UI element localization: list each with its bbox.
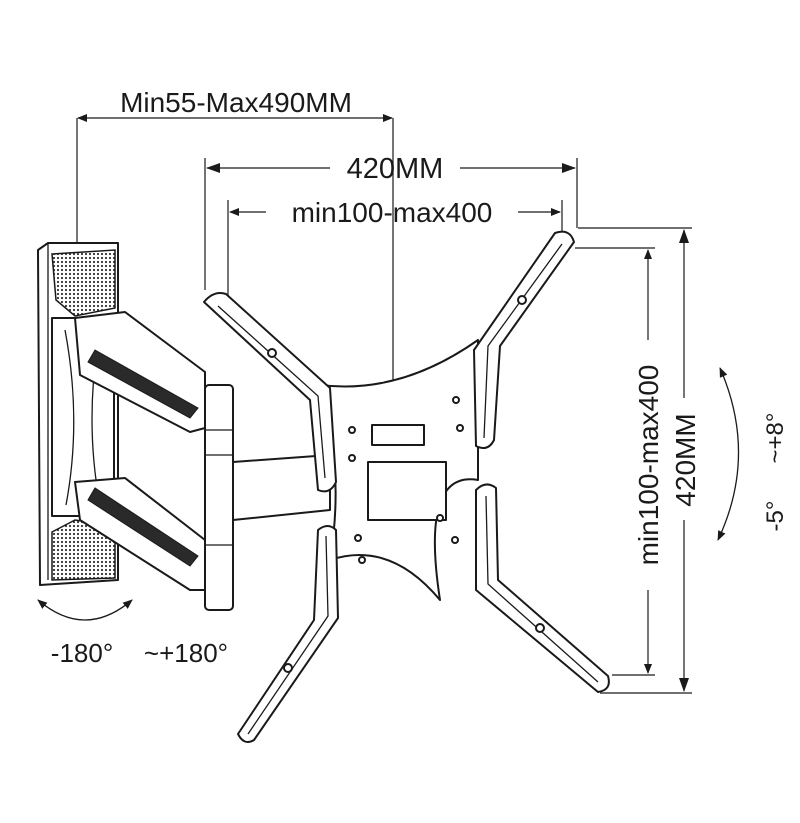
arm-bottom-right-body [475,483,610,693]
arm-extension-label: Min55-Max490MM [120,87,352,118]
vesa-vertical-dimension: min100-max400 [575,247,664,676]
mounting-hole [354,534,362,542]
bracket-arm-top-left [203,292,337,493]
tilt-arc-arrow [717,367,740,541]
bracket-slot-center [367,461,447,521]
mounting-hole [436,514,444,522]
arm-top-right-slot [483,243,563,439]
pivot-column [204,384,234,611]
tilt-indicator: -5° ~+8° [717,367,789,541]
arm-bottom-left-slot [247,535,329,735]
tilt-max-label: ~+8° [762,413,789,464]
total-height-label: 420MM [670,413,701,506]
total-height-dimension: 420MM [578,227,701,694]
wall-plate-curve-left [64,329,75,506]
bracket-arm-top-right [473,230,575,449]
vesa-vertical-label: min100-max400 [633,365,664,566]
arm-top-left-hole [267,348,277,358]
vesa-horizontal-dimension: min100-max400 [227,197,563,300]
bracket-arm-bottom-left [237,525,339,743]
vesa-bracket [203,230,610,743]
swivel-indicator: -180° ~+180° [37,599,228,668]
total-width-label: 420MM [347,153,444,185]
arm-top-right-body [473,230,575,449]
bracket-arm-bottom-right [475,483,610,693]
arm-bottom-left-body [237,525,339,743]
swivel-arc-arrow [37,599,133,621]
arm-top-left-body [203,292,337,493]
tilt-min-label: -5° [762,501,789,532]
swivel-min-label: -180° [51,638,113,668]
tilt-range-group: -5° ~+8° [762,413,789,532]
swivel-max-label: ~+180° [144,638,228,668]
bracket-slot-top [371,424,425,446]
mounting-hole [358,556,366,564]
vesa-horizontal-label: min100-max400 [292,197,493,228]
upper-arm-shadow [87,349,199,419]
bracket-mounting-holes [348,396,464,564]
mounting-hole [451,536,459,544]
arm-top-right-hole [517,295,527,305]
total-width-dimension: 420MM [204,153,578,290]
arm-bottom-left-hole [283,663,293,673]
arm-extension-dimension: Min55-Max490MM [76,87,394,445]
wall-plate-bottom-grille [51,519,116,581]
mounting-hole [348,454,356,462]
arm-bottom-right-slot [485,495,599,683]
mounting-hole [456,424,464,432]
lower-arm-shadow [87,487,199,567]
articulating-arms [74,311,331,611]
arm-top-left-slot [217,305,326,479]
connector-arm [232,454,331,521]
wall-plate-top-grille [51,249,116,317]
arm-bottom-right-hole [535,623,545,633]
mounting-hole [452,396,460,404]
mounting-hole [348,426,356,434]
